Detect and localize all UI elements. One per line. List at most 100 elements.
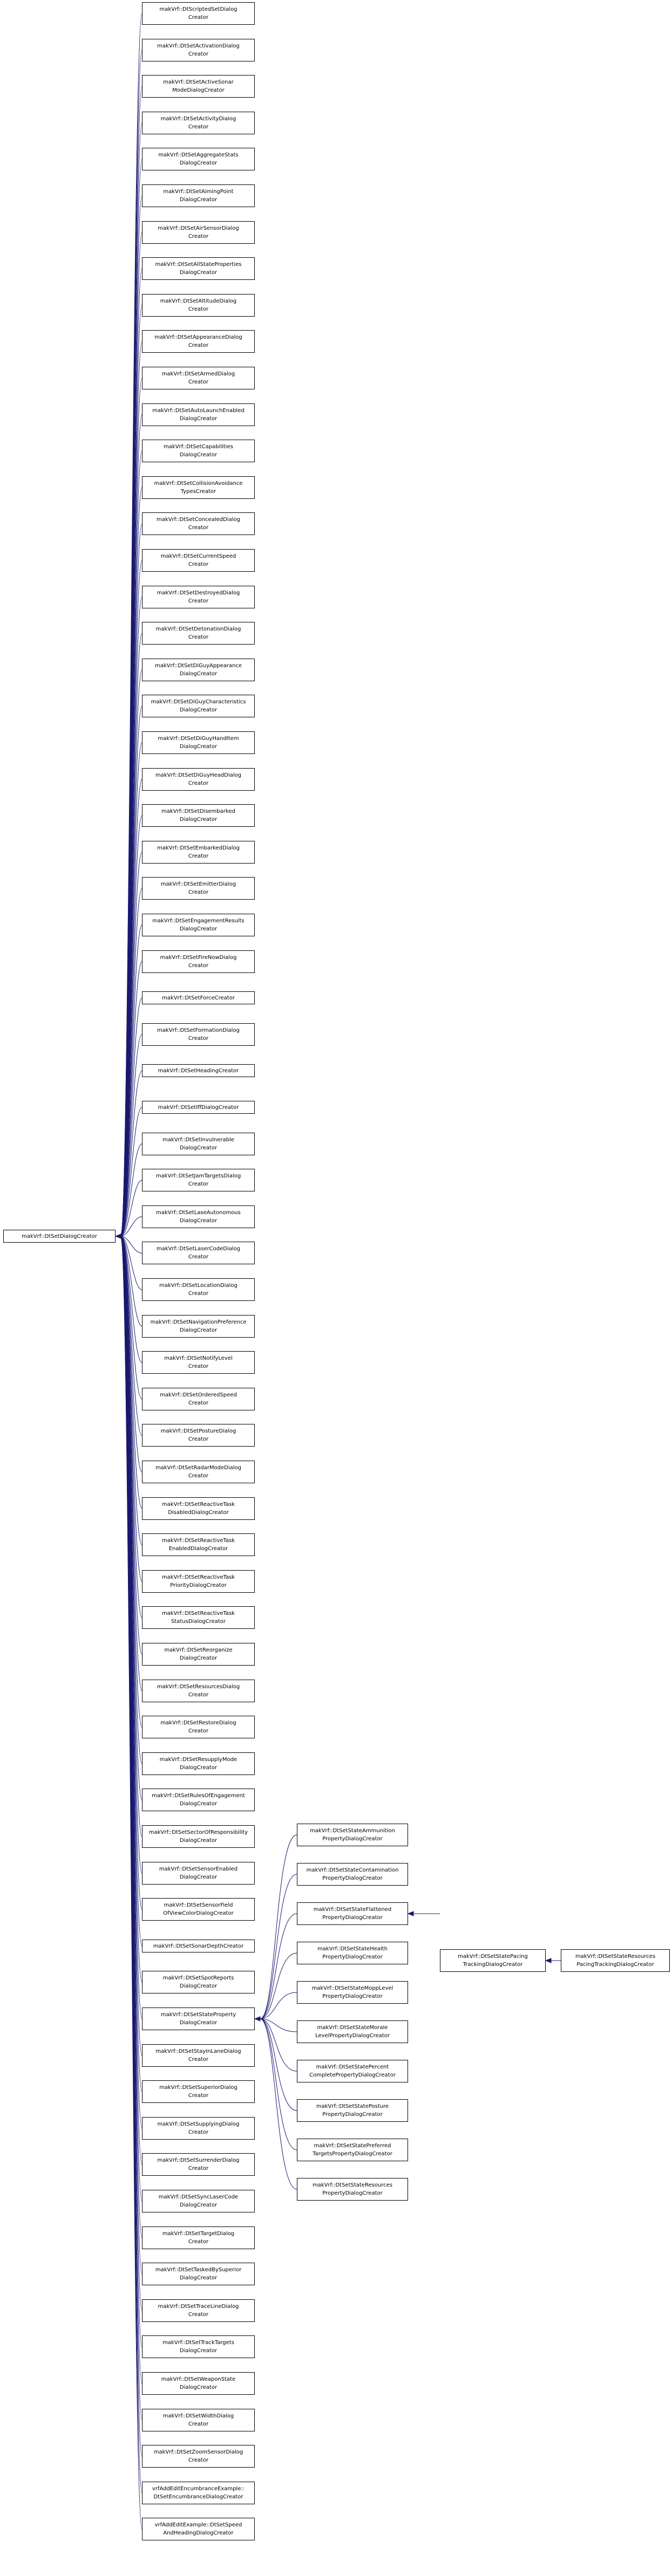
edge-root-left-37 [120, 1236, 142, 1363]
node-left-29[interactable]: makVrf::DtSetHeadingCreator [142, 1064, 255, 1077]
edge-state-child-0 [260, 1834, 297, 2019]
edge-state-child-2 [260, 1913, 297, 2019]
node-left-31[interactable]: makVrf::DtSetInvulnerable DialogCreator [142, 1133, 255, 1155]
node-left-40[interactable]: makVrf::DtSetRadarModeDialog Creator [142, 1461, 255, 1483]
node-left-9[interactable]: makVrf::DtSetAppearanceDialog Creator [142, 330, 255, 353]
edge-state-child-7 [260, 2018, 297, 2111]
node-left-17[interactable]: makVrf::DtSetDetonationDialog Creator [142, 622, 255, 645]
node-left-63[interactable]: makVrf::DtSetTraceLineDialog Creator [142, 2299, 255, 2322]
node-left-3[interactable]: makVrf::DtSetActivityDialog Creator [142, 112, 255, 134]
node-left-54[interactable]: makVrf::DtSetSpotReports DialogCreator [142, 1971, 255, 1993]
node-left-25[interactable]: makVrf::DtSetEngagementResults DialogCre… [142, 914, 255, 936]
node-pacing-tracking[interactable]: makVrf::DtSetStatePacing TrackingDialogC… [440, 1949, 546, 1972]
node-left-52[interactable]: makVrf::DtSetSensorField OfViewColorDial… [142, 1898, 255, 1921]
node-left-44[interactable]: makVrf::DtSetReactiveTask StatusDialogCr… [142, 1606, 255, 1629]
node-left-22[interactable]: makVrf::DtSetDisembarked DialogCreator [142, 804, 255, 827]
node-left-1[interactable]: makVrf::DtSetActivationDialog Creator [142, 39, 255, 61]
node-left-4[interactable]: makVrf::DtSetAggregateStats DialogCreato… [142, 148, 255, 170]
node-state-child-7[interactable]: makVrf::DtSetStatePosture PropertyDialog… [297, 2099, 408, 2122]
node-left-55[interactable]: makVrf::DtSetStateProperty DialogCreator [142, 2008, 255, 2030]
edge-root-left-40 [120, 1236, 142, 1472]
node-left-50[interactable]: makVrf::DtSetSectorOfResponsibility Dial… [142, 1825, 255, 1848]
edge-state-child-4 [260, 1992, 297, 2019]
node-left-46[interactable]: makVrf::DtSetResourcesDialog Creator [142, 1680, 255, 1702]
edge-state-child-1 [260, 1874, 297, 2019]
node-left-62[interactable]: makVrf::DtSetTaskedBySuperior DialogCrea… [142, 2263, 255, 2285]
node-left-37[interactable]: makVrf::DtSetNotifyLevel Creator [142, 1351, 255, 1374]
node-left-6[interactable]: makVrf::DtSetAirSensorDialog Creator [142, 221, 255, 244]
node-root[interactable]: makVrf::DtSetDialogCreator [3, 1230, 116, 1243]
node-left-64[interactable]: makVrf::DtSetTrackTargets DialogCreator [142, 2335, 255, 2358]
node-left-56[interactable]: makVrf::DtSetStayInLaneDialog Creator [142, 2044, 255, 2067]
edge-state-child-9 [260, 2018, 297, 2190]
node-left-38[interactable]: makVrf::DtSetOrderedSpeed Creator [142, 1388, 255, 1410]
node-state-child-9[interactable]: makVrf::DtSetStateResources PropertyDial… [297, 2178, 408, 2201]
edge-root-left-28 [120, 1034, 142, 1236]
edge-root-left-69 [120, 1238, 142, 2530]
node-left-49[interactable]: makVrf::DtSetRulesOfEngagement DialogCre… [142, 1789, 255, 1811]
node-left-19[interactable]: makVrf::DtSetDiGuyCharacteristics Dialog… [142, 695, 255, 717]
edge-root-left-32 [120, 1180, 142, 1237]
node-state-child-4[interactable]: makVrf::DtSetStateMoppLevel PropertyDial… [297, 1981, 408, 2004]
node-left-11[interactable]: makVrf::DtSetAutoLaunchEnabled DialogCre… [142, 403, 255, 426]
node-left-14[interactable]: makVrf::DtSetConcealedDialog Creator [142, 512, 255, 535]
node-left-60[interactable]: makVrf::DtSetSyncLaserCode DialogCreator [142, 2190, 255, 2212]
node-left-48[interactable]: makVrf::DtSetResupplyMode DialogCreator [142, 1752, 255, 1775]
node-left-23[interactable]: makVrf::DtSetEmbarkedDialog Creator [142, 841, 255, 864]
node-left-53[interactable]: makVrf::DtSetSonarDepthCreator [142, 1940, 255, 1952]
node-left-5[interactable]: makVrf::DtSetAimingPoint DialogCreator [142, 184, 255, 207]
node-left-13[interactable]: makVrf::DtSetCollisionAvoidance TypesCre… [142, 476, 255, 499]
node-left-26[interactable]: makVrf::DtSetFireNowDialog Creator [142, 950, 255, 973]
node-left-8[interactable]: makVrf::DtSetAltitudeDialog Creator [142, 294, 255, 317]
node-left-28[interactable]: makVrf::DtSetFormationDialog Creator [142, 1023, 255, 1046]
node-left-51[interactable]: makVrf::DtSetSensorEnabled DialogCreator [142, 1862, 255, 1885]
node-left-57[interactable]: makVrf::DtSetSuperiorDialog Creator [142, 2080, 255, 2103]
node-state-child-8[interactable]: makVrf::DtSetStatePreferred TargetsPrope… [297, 2139, 408, 2161]
node-left-43[interactable]: makVrf::DtSetReactiveTask PriorityDialog… [142, 1570, 255, 1593]
node-left-68[interactable]: vrfAddEditEncumbranceExample:: DtSetEncu… [142, 2482, 255, 2504]
edge-root-left-30 [120, 1107, 142, 1236]
node-left-18[interactable]: makVrf::DtSetDiGuyAppearance DialogCreat… [142, 659, 255, 681]
node-left-41[interactable]: makVrf::DtSetReactiveTask DisabledDialog… [142, 1497, 255, 1520]
node-left-0[interactable]: makVrf::DtScriptedSetDialog Creator [142, 2, 255, 25]
node-left-67[interactable]: makVrf::DtSetZoomSensorDialog Creator [142, 2445, 255, 2468]
node-left-65[interactable]: makVrf::DtSetWeaponState DialogCreator [142, 2372, 255, 2395]
node-state-child-0[interactable]: makVrf::DtSetStateAmmunition PropertyDia… [297, 1824, 408, 1846]
node-state-child-6[interactable]: makVrf::DtSetStatePercent CompleteProper… [297, 2060, 408, 2082]
node-state-child-1[interactable]: makVrf::DtSetStateContamination Property… [297, 1863, 408, 1886]
node-state-child-5[interactable]: makVrf::DtSetStateMorale LevelPropertyDi… [297, 2020, 408, 2043]
node-resources-pacing-tracking[interactable]: makVrf::DtSetStateResources PacingTracki… [561, 1949, 670, 1972]
node-left-66[interactable]: makVrf::DtSetWidthDialog Creator [142, 2409, 255, 2431]
node-left-59[interactable]: makVrf::DtSetSurrenderDialog Creator [142, 2153, 255, 2176]
node-left-21[interactable]: makVrf::DtSetDiGuyHeadDialog Creator [142, 768, 255, 791]
node-left-58[interactable]: makVrf::DtSetSupplyingDialog Creator [142, 2117, 255, 2140]
node-left-12[interactable]: makVrf::DtSetCapabilities DialogCreator [142, 440, 255, 462]
node-left-24[interactable]: makVrf::DtSetEmitterDialog Creator [142, 877, 255, 900]
node-left-47[interactable]: makVrf::DtSetRestoreDialog Creator [142, 1716, 255, 1738]
node-left-7[interactable]: makVrf::DtSetAllStateProperties DialogCr… [142, 257, 255, 280]
edge-root-left-36 [120, 1236, 142, 1327]
node-left-15[interactable]: makVrf::DtSetCurrentSpeed Creator [142, 549, 255, 572]
node-left-2[interactable]: makVrf::DtSetActiveSonar ModeDialogCreat… [142, 75, 255, 98]
node-left-16[interactable]: makVrf::DtSetDestroyedDialog Creator [142, 586, 255, 608]
edge-state-child-6 [260, 2018, 297, 2072]
node-left-34[interactable]: makVrf::DtSetLaserCodeDialog Creator [142, 1242, 255, 1264]
node-left-27[interactable]: makVrf::DtSetForceCreator [142, 991, 255, 1004]
node-left-39[interactable]: makVrf::DtSetPostureDialog Creator [142, 1424, 255, 1447]
node-left-10[interactable]: makVrf::DtSetArmedDialog Creator [142, 367, 255, 389]
edge-state-child-8 [260, 2018, 297, 2150]
node-state-child-2[interactable]: makVrf::DtSetStateFlattened PropertyDial… [297, 1902, 408, 1925]
node-left-30[interactable]: makVrf::DtSetIffDialogCreator [142, 1101, 255, 1114]
node-left-42[interactable]: makVrf::DtSetReactiveTask EnabledDialogC… [142, 1533, 255, 1556]
node-left-61[interactable]: makVrf::DtSetTargetDialog Creator [142, 2226, 255, 2249]
node-left-32[interactable]: makVrf::DtSetJamTargetsDialog Creator [142, 1169, 255, 1191]
node-left-20[interactable]: makVrf::DtSetDiGuyHandItem DialogCreator [142, 731, 255, 754]
node-left-36[interactable]: makVrf::DtSetNavigationPreference Dialog… [142, 1315, 255, 1338]
node-left-45[interactable]: makVrf::DtSetReorganize DialogCreator [142, 1643, 255, 1666]
node-left-33[interactable]: makVrf::DtSetLaseAutonomous DialogCreato… [142, 1205, 255, 1228]
node-left-35[interactable]: makVrf::DtSetLocationDialog Creator [142, 1278, 255, 1301]
node-state-child-3[interactable]: makVrf::DtSetStateHealth PropertyDialogC… [297, 1942, 408, 1964]
node-left-69[interactable]: vrfAddEditExample::DtSetSpeed AndHeading… [142, 2518, 255, 2540]
